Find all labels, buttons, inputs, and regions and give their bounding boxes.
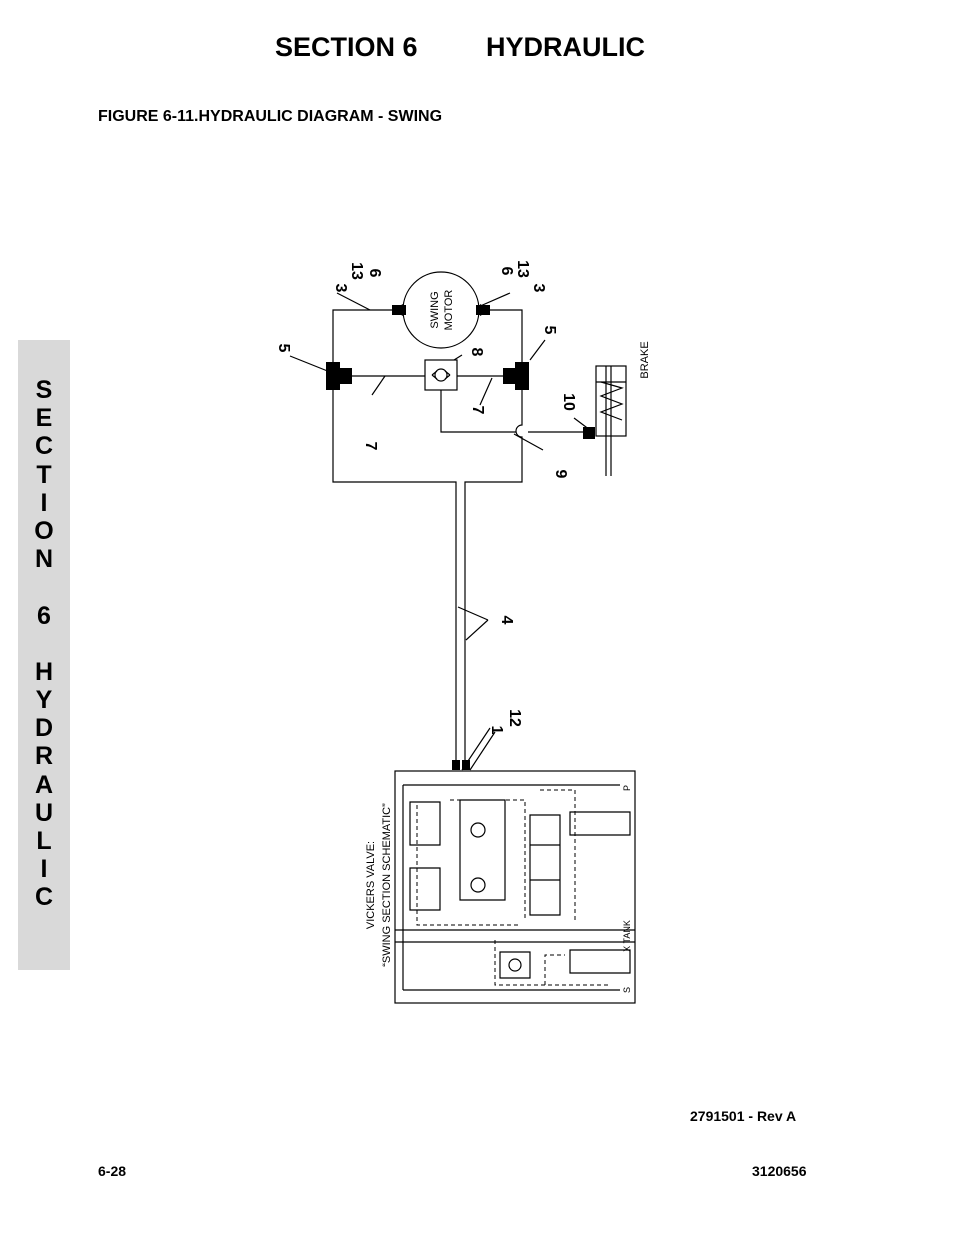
side-tab-letter: Y	[35, 686, 53, 715]
port-tank-label: X TANK	[622, 920, 632, 952]
valve-check-cartridge	[499, 951, 531, 979]
side-tab-letter: 6	[37, 601, 51, 630]
valve-label-line1: VICKERS VALVE:	[365, 841, 377, 929]
swing-motor-symbol	[402, 271, 480, 349]
callout-5-right: 5	[541, 326, 558, 335]
side-tab-letter: T	[36, 460, 52, 489]
callout-4: 4	[498, 616, 515, 625]
valve-fitting-right	[462, 760, 470, 770]
callout-5-left: 5	[275, 344, 292, 353]
section-heading: SECTION 6	[275, 32, 418, 62]
page-number: 6-28	[98, 1163, 127, 1179]
callout-leaders	[289, 292, 591, 771]
valve-solenoids	[569, 811, 631, 974]
motor-label-line1: SWING	[429, 291, 441, 328]
brake-spring-icon	[599, 381, 624, 421]
callout-6-right: 6	[498, 267, 515, 276]
valve-check-block	[459, 799, 506, 901]
side-tab-letter: L	[36, 827, 52, 855]
side-tab-letter: C	[34, 432, 54, 461]
side-tab-letter: U	[34, 798, 54, 827]
side-tab-letter: I	[40, 855, 48, 884]
callout-6-left: 6	[366, 269, 383, 278]
side-tab-letter: H	[34, 657, 54, 686]
figure-title: FIGURE 6-11.HYDRAULIC DIAGRAM - SWING	[98, 108, 443, 125]
side-tab-letters: S E C T I O N 6 H Y D R A U L I C	[18, 376, 70, 912]
callout-1: 1	[488, 726, 505, 735]
valve-spool	[529, 814, 561, 916]
hose-left-loop	[332, 309, 457, 765]
side-tab-letter: R	[34, 742, 54, 771]
side-tab-letter: C	[34, 883, 54, 912]
motor-fitting-right	[476, 305, 490, 315]
brake-fitting	[583, 427, 595, 439]
side-tab-letter: D	[34, 714, 54, 743]
valve-pilot-lines	[416, 789, 610, 986]
motor-label-line2: MOTOR	[443, 290, 455, 331]
relief-check-icon	[434, 368, 448, 382]
callout-7-right: 7	[469, 406, 486, 415]
hose-right-loop	[464, 309, 523, 765]
side-tab-letter: A	[34, 770, 54, 799]
port-s-label: S	[622, 987, 632, 993]
callout-8: 8	[468, 348, 485, 357]
side-tab-letter: E	[35, 404, 53, 433]
callout-12: 12	[506, 709, 523, 727]
section-title: HYDRAULIC	[486, 32, 645, 62]
brake-label: BRAKE	[639, 341, 651, 378]
callout-13-left: 13	[348, 262, 365, 280]
callout-7-left: 7	[362, 442, 379, 451]
callout-10: 10	[560, 393, 577, 411]
port-p-label: P	[622, 785, 632, 791]
side-tab-letter: I	[40, 488, 48, 517]
side-tab-letter: O	[34, 516, 54, 545]
callout-3-left: 3	[332, 284, 349, 293]
motor-fitting-left	[392, 305, 406, 315]
tee-fitting-right	[515, 362, 529, 390]
callout-13-right: 13	[514, 260, 531, 278]
valve-relief-cartridges	[409, 801, 441, 911]
valve-label-line2: “SWING SECTION SCHEMATIC”	[381, 803, 393, 967]
tee-fitting-left	[326, 362, 340, 390]
crossover-relief-valve	[424, 359, 458, 391]
vickers-valve-box	[394, 770, 636, 1004]
revision-label: 2791501 - Rev A	[690, 1108, 797, 1124]
valve-fitting-left	[452, 760, 460, 770]
brake-hose-line	[440, 390, 590, 433]
callout-3-right: 3	[530, 284, 547, 293]
callout-9: 9	[552, 470, 569, 479]
side-section-tab: S E C T I O N 6 H Y D R A U L I C	[18, 340, 70, 970]
side-tab-letter: N	[34, 545, 54, 574]
document-number: 3120656	[752, 1163, 807, 1179]
side-tab-letter: S	[35, 376, 53, 404]
